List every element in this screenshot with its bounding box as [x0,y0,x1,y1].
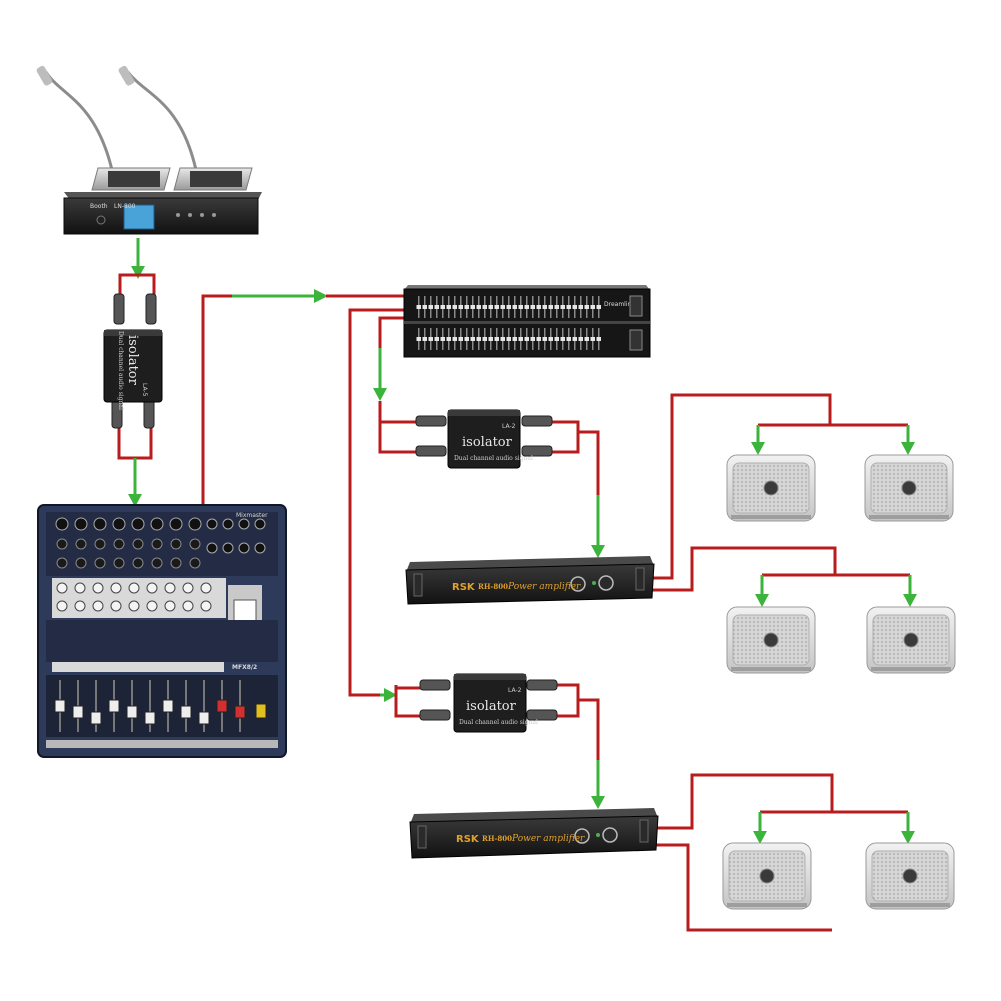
arrow-iso1-mixer [128,494,142,507]
wire-amp1-spk2 [652,546,837,592]
equalizer: Dreamline [403,285,651,358]
isolator-2-label: isolator [462,435,513,450]
amp-1-brand: RSK [452,582,476,593]
speaker-5 [722,842,812,910]
isolator-1-sub: Dual channel audio signal [117,331,124,410]
wire-eq-out-b [348,308,404,697]
arrow-to-eq [314,289,328,303]
wire-iso2-right-loop [540,420,580,454]
arrow-spk3b [901,831,915,844]
microphone-left [36,65,171,191]
amplifier-2: RSK RH-800 Power amplifier [409,808,659,859]
speaker-6 [865,842,955,910]
mixer: MFX8/2 Mixmaster [37,504,287,758]
wire-iso2-to-amp1 [578,430,600,495]
microphone-right [118,65,253,191]
wire-amp2-return [656,843,832,932]
isolator-2: isolator Dual channel audio signal LA-2 [415,409,553,469]
arrow-eq-iso2 [373,388,387,401]
arrow-iso3-amp2 [591,796,605,809]
wire-iso3-to-amp2 [578,698,600,760]
amp-1-model: RH-800 [478,582,508,591]
arrow-spk3a [753,831,767,844]
isolator-1: isolator Dual channel audio signal LA-5 [103,293,163,429]
amp-2-model: RH-800 [482,834,512,843]
mixer-brand: Mixmaster [236,512,268,519]
isolator-3-model: LA-2 [508,687,522,694]
mixer-model: MFX8/2 [232,664,257,671]
arrow-spk1a [751,442,765,455]
amplifier-1: RSK RH-800 Power amplifier [405,556,655,605]
eq-sliders [416,296,601,350]
speaker-3 [726,606,816,674]
conference-brand: Booth [90,203,108,210]
speaker-1 [726,454,816,522]
lcd-screen [123,204,155,230]
speaker-2 [864,454,954,522]
mixer-faders [54,680,267,732]
conference-unit: Booth LN-800 [36,65,262,235]
wire-eq-out-a [378,316,404,348]
isolator-1-label: isolator [125,335,140,386]
amp-2-brand: RSK [456,834,480,845]
speakers [722,454,956,910]
isolator-2-sub: Dual channel audio signal [454,455,533,462]
conference-model: LN-800 [114,203,136,210]
wire-mixer-out-red [201,294,232,505]
arrow-spk2a [755,594,769,607]
isolator-1-model: LA-5 [141,383,148,397]
arrow-spk2b [903,594,917,607]
wire-amp2-spk3 [656,773,834,830]
eq-brand: Dreamline [604,301,635,308]
wire-iso1-top-loop [118,273,156,298]
isolator-3-label: isolator [466,699,517,714]
amp-1-title: Power amplifier [507,582,581,592]
isolator-2-model: LA-2 [502,423,516,430]
arrow-spk1b [901,442,915,455]
arrow-conf-iso1 [131,266,145,279]
arrow-eq-iso3 [384,688,397,702]
speaker-4 [866,606,956,674]
amp-2-title: Power amplifier [511,834,585,844]
isolator-3: isolator Dual channel audio signal LA-2 [419,673,558,733]
isolator-3-sub: Dual channel audio signal [459,719,538,726]
mixer-knobs [55,517,266,569]
wires [117,238,917,932]
arrow-iso2-amp1 [591,545,605,558]
